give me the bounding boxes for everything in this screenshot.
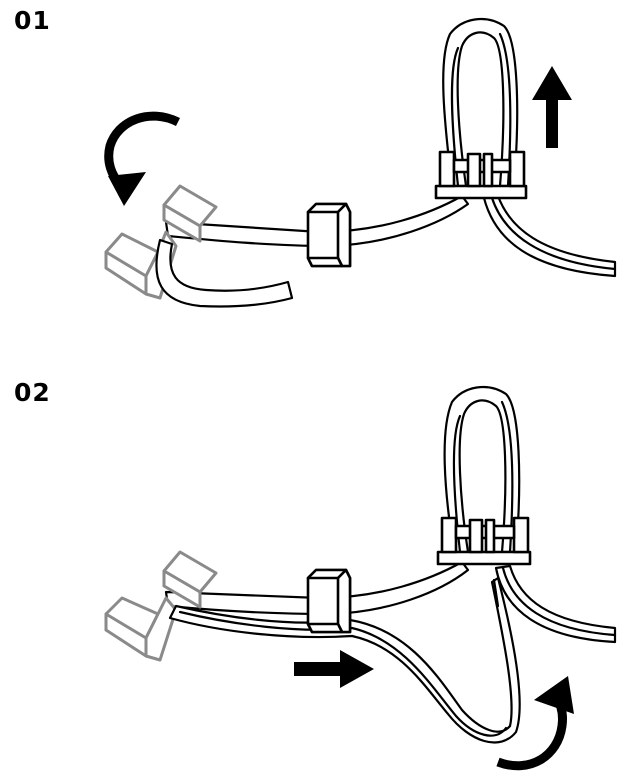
strap-main-2 <box>164 560 470 616</box>
strap-right-tail <box>482 194 617 278</box>
strap-loop-under <box>155 238 294 308</box>
step-02-label: 02 <box>14 378 51 407</box>
rotate-counterclockwise-icon <box>104 111 181 206</box>
slider-block <box>306 202 352 268</box>
strap-main <box>164 194 470 248</box>
step-01-label: 01 <box>14 6 51 35</box>
hook-2 <box>104 550 218 662</box>
buckle-2 <box>436 516 532 566</box>
step-01-illustration <box>104 18 617 308</box>
strap-loose-end <box>168 576 521 744</box>
slider-block-2 <box>306 568 352 634</box>
step-02-illustration <box>104 386 617 771</box>
strap-right-tail-2 <box>494 564 617 644</box>
arrow-up-icon <box>532 66 572 148</box>
buckle <box>434 150 528 200</box>
arrow-right-icon <box>294 650 374 688</box>
rotate-clockwise-icon <box>496 676 574 771</box>
